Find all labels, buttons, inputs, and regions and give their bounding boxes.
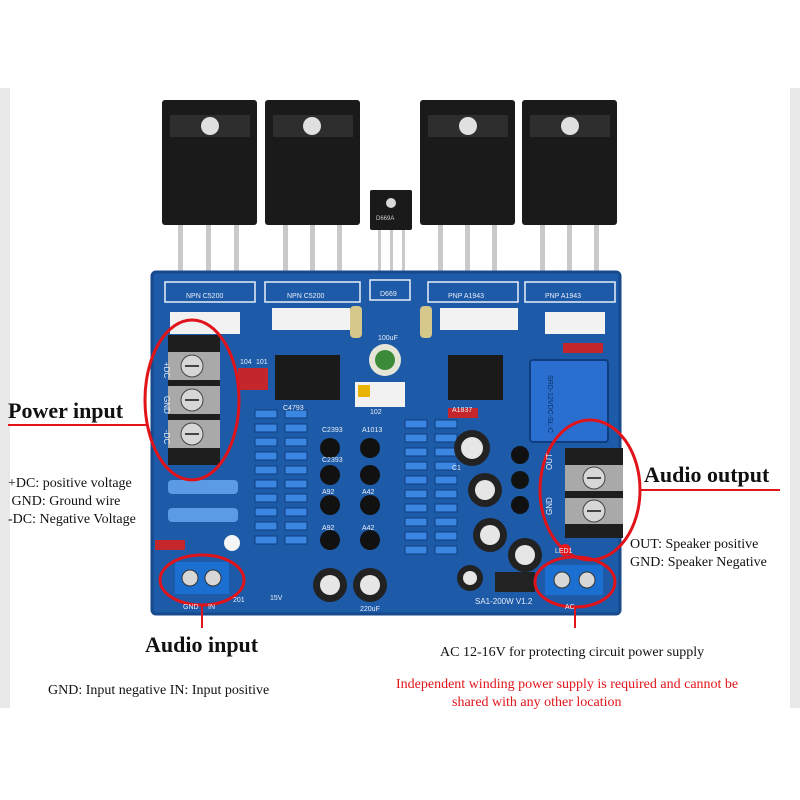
pcb-input-in: IN [208, 604, 215, 611]
output-terminal-block [565, 448, 623, 538]
warning-line-1: Independent winding power supply is requ… [396, 677, 739, 692]
relay-text: SRD-12VDC-SL-C [546, 375, 553, 433]
pcb-cap-100uf: 100uF [378, 335, 398, 342]
power-desc: +DC: positive voltage GND: Ground wire -… [8, 475, 136, 529]
capacitors [313, 344, 542, 602]
pcb-out-gnd: GND [545, 497, 554, 515]
input-terminal-block [175, 562, 229, 594]
output-desc: OUT: Speaker positive GND: Speaker Negat… [630, 536, 767, 572]
power-transistor-2 [265, 100, 360, 290]
warning-text: Independent winding power supply is requ… [396, 676, 738, 712]
pcb-q-c2393a: C2393 [322, 427, 343, 434]
power-desc-minus: -DC: Negative Voltage [8, 512, 136, 527]
output-desc-gnd: GND: Speaker Negative [630, 555, 767, 570]
power-transistor-1 [162, 100, 257, 290]
pcb-15v: 15V [270, 595, 283, 602]
pcb-q-c2393b: C2393 [322, 457, 343, 464]
pcb-q-a1013: A1013 [362, 427, 382, 434]
output-desc-out: OUT: Speaker positive [630, 537, 759, 552]
pcb-version: SA1-200W V1.2 [475, 597, 533, 606]
power-input-highlight [143, 318, 241, 482]
pcb-102: 102 [370, 409, 382, 416]
pcb-201: 201 [233, 597, 245, 604]
power-transistor-4 [522, 100, 617, 290]
pcb-input-gnd: GND [183, 604, 199, 611]
power-transistor-3 [420, 100, 515, 290]
pcb-ac: AC [565, 604, 575, 611]
pcb-101: 101 [256, 359, 268, 366]
pcb-label-q1: NPN C5200 [186, 293, 223, 300]
pcb-a1837: A1837 [452, 407, 472, 414]
pcb-out: OUT [545, 453, 554, 470]
pcb-plus-dc: +DC [162, 362, 171, 378]
relay [530, 360, 608, 442]
pcb-label-driver: D669 [380, 291, 397, 298]
pcb-label-q4: PNP A1943 [545, 293, 581, 300]
pcb-cap-220uf: 220uF [360, 606, 380, 613]
pcb-q-a42a: A42 [362, 489, 375, 496]
pcb-q-a92b: A92 [322, 525, 335, 532]
pcb-c4793: C4793 [283, 405, 304, 412]
driver-transistor [370, 190, 412, 290]
pcb-q-a42b: A42 [362, 525, 375, 532]
input-desc: GND: Input negative IN: Input positive [48, 683, 270, 698]
pcb-104: 104 [240, 359, 252, 366]
pcb-minus-dc: -DC [162, 430, 171, 444]
ac-note: AC 12-16V for protecting circuit power s… [440, 645, 705, 660]
pcb-c1: C1 [452, 465, 461, 472]
audio-input-label: Audio input [145, 632, 259, 657]
power-input-label: Power input [8, 398, 124, 423]
audio-output-label: Audio output [644, 462, 770, 487]
pcb-q-a92a: A92 [322, 489, 335, 496]
pcb-led: LED1 [555, 548, 573, 555]
left-edge [0, 88, 10, 708]
driver-body-text: D669A [376, 216, 394, 222]
pcb-label-q2: NPN C5200 [287, 293, 324, 300]
ac-terminal-block [545, 565, 603, 595]
warning-line-2: shared with any other location [452, 695, 622, 710]
power-desc-gnd: GND: Ground wire [8, 494, 121, 509]
power-terminal-block [168, 335, 220, 465]
right-edge [790, 88, 800, 708]
power-desc-plus: +DC: positive voltage [8, 476, 132, 491]
pcb-gnd: GND [162, 396, 171, 414]
pcb-label-q3: PNP A1943 [448, 293, 484, 300]
